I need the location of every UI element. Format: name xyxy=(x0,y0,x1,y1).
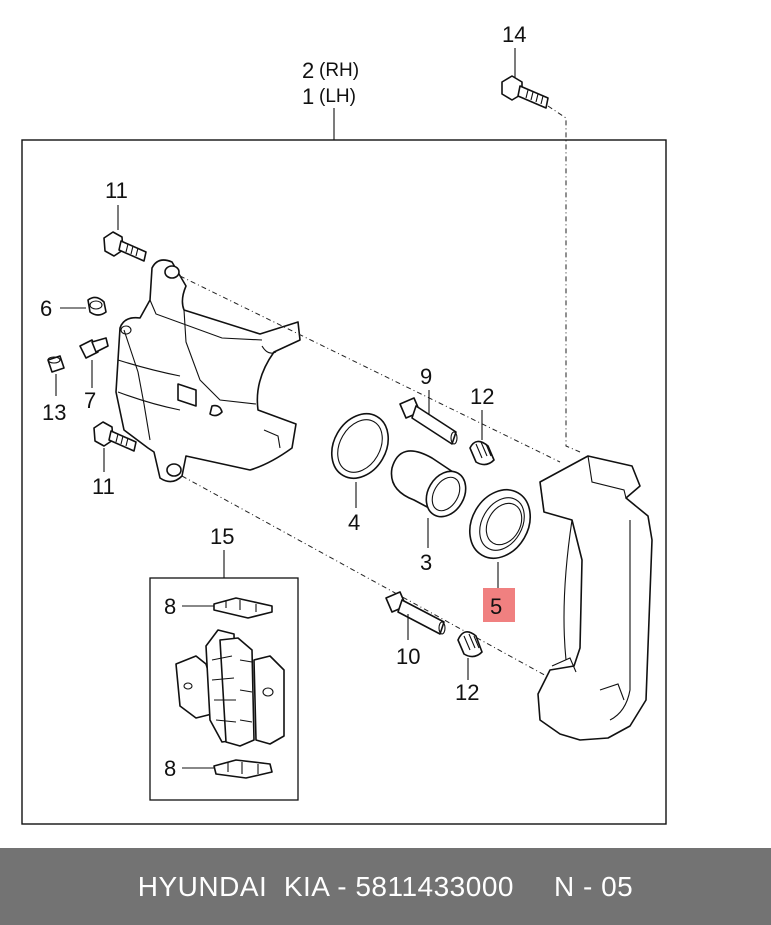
callout-12-lower: 12 xyxy=(455,680,479,705)
footer-page-code: N - 05 xyxy=(553,870,634,902)
callout-11-lower: 11 xyxy=(92,474,115,499)
callout-10: 10 xyxy=(396,644,420,669)
pad-clip-8-lower xyxy=(213,759,273,779)
cap-6 xyxy=(87,296,107,316)
callout-8-upper: 8 xyxy=(164,594,176,619)
bolt-11-lower xyxy=(93,421,137,452)
bolt-11-upper xyxy=(103,231,147,262)
highlight-box-5 xyxy=(483,588,515,622)
bolt-14 xyxy=(501,75,549,109)
pad-kit-frame xyxy=(149,577,299,801)
callout-11-upper: 11 xyxy=(105,178,128,203)
guide-pin-9 xyxy=(399,397,458,445)
brake-pads xyxy=(175,629,285,747)
callout-6: 6 xyxy=(40,296,52,321)
footer-bar: HYUNDAI KIA - 5811433000 N - 05 xyxy=(0,848,771,925)
callout-13: 13 xyxy=(42,400,66,425)
callout-assembly-lh-num: 1 xyxy=(302,84,314,109)
callout-7: 7 xyxy=(84,388,96,413)
callout-12-upper: 12 xyxy=(470,384,494,409)
bleeder-screw-7 xyxy=(79,337,109,359)
callout-9: 9 xyxy=(420,364,432,389)
callout-3: 3 xyxy=(420,550,432,575)
cap-13 xyxy=(47,355,65,373)
caliper-bracket xyxy=(537,455,653,741)
brake-caliper-exploded-diagram: 2 (RH) 1 (LH) 14 11 6 7 13 xyxy=(21,22,667,825)
pad-clip-8-upper xyxy=(213,597,273,619)
pin-boot-12-lower xyxy=(457,631,483,658)
callout-assembly-rh-side: (RH) xyxy=(319,60,359,81)
assembly-frame xyxy=(21,139,667,825)
guide-pin-10 xyxy=(385,591,446,635)
caliper-body xyxy=(115,259,301,483)
footer-brand-part-number: HYUNDAI KIA - 5811433000 xyxy=(137,870,514,902)
callout-15: 15 xyxy=(210,524,234,549)
callout-assembly-lh-side: (LH) xyxy=(319,86,356,107)
callout-5: 5 xyxy=(490,594,502,619)
pin-boot-12-upper xyxy=(469,440,495,466)
callout-8-lower: 8 xyxy=(164,756,176,781)
piston-3 xyxy=(390,450,467,518)
callout-14: 14 xyxy=(502,22,526,47)
callout-4: 4 xyxy=(348,510,360,535)
piston-seal-5 xyxy=(469,489,531,559)
dust-seal-4 xyxy=(330,413,390,479)
callout-assembly-rh-num: 2 xyxy=(302,58,314,83)
